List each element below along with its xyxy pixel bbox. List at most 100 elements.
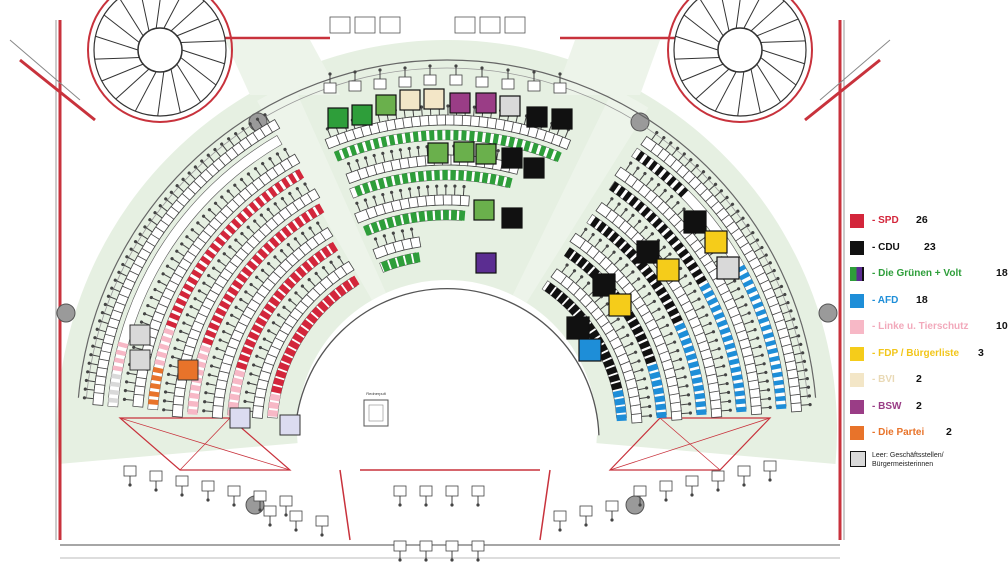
seat-marker-square (449, 92, 471, 114)
seat-knob (197, 289, 202, 293)
seat-back (677, 209, 684, 216)
seat-marker (466, 170, 473, 182)
seat-marker (385, 176, 394, 188)
seat-back (166, 199, 174, 206)
seat-knob (407, 146, 411, 151)
seat-back (690, 166, 697, 173)
seat-marker (281, 354, 293, 365)
seat-back (669, 350, 677, 355)
stair-step (761, 49, 805, 65)
seat-back (375, 239, 380, 248)
seat-back (282, 199, 289, 207)
seat-marker (674, 322, 686, 332)
seat-knob (664, 498, 668, 502)
aisle (257, 82, 386, 301)
seat-knob (82, 396, 87, 400)
seat-knob (180, 242, 184, 246)
seat-knob (398, 558, 402, 562)
stair-outer (87, 0, 233, 123)
seat-cushion (449, 74, 463, 86)
seat-back (87, 380, 96, 383)
seat-back (743, 321, 752, 325)
angled-wall (9, 39, 891, 101)
seat-knob (723, 373, 728, 377)
seat-cushion (211, 405, 224, 419)
seat-back (793, 352, 802, 356)
seat-back (215, 203, 223, 210)
seat-back (594, 240, 601, 248)
seat-knob (207, 208, 212, 212)
legend-label: - Linke u. Tierschutz (872, 321, 969, 332)
seat-marker (169, 312, 181, 321)
seat-back (248, 227, 255, 234)
seat-knob (293, 237, 297, 241)
seat-marker (609, 181, 620, 193)
seat-back (230, 247, 238, 254)
seat-back (636, 286, 644, 292)
seat-back (659, 325, 667, 330)
seat-back (701, 323, 710, 328)
seat-knob (179, 329, 183, 334)
seat-marker (204, 249, 216, 260)
seat-marker (255, 316, 267, 327)
seat-marker-square (578, 338, 602, 362)
seat-marker (323, 295, 335, 307)
seat-marker (620, 242, 632, 254)
seat-knob (762, 362, 766, 366)
seat-back (257, 119, 263, 128)
seat-marker (388, 257, 398, 270)
seat-marker (327, 241, 339, 254)
seat-marker (680, 337, 692, 347)
seat-knob (407, 187, 412, 191)
seat-marker (182, 283, 195, 293)
seat-back (95, 337, 104, 341)
seat-marker (268, 296, 281, 308)
seat (763, 460, 777, 482)
seat (501, 68, 515, 90)
seat-knob (747, 311, 751, 315)
seat-marker (288, 339, 300, 351)
seat-cushion (711, 470, 725, 482)
seat-back (758, 380, 767, 383)
seat (345, 161, 362, 185)
seat-knob (378, 68, 382, 72)
seat-marker (402, 213, 410, 225)
seat-knob (268, 523, 272, 527)
seat-marker-square (177, 359, 199, 381)
seat-knob (284, 513, 288, 517)
seat-marker (434, 210, 441, 221)
seat-knob (730, 202, 735, 206)
stair-step (674, 57, 720, 60)
seat-back (235, 134, 242, 142)
seat (323, 72, 337, 94)
seat-back (655, 317, 663, 322)
seat-knob (647, 292, 651, 296)
seat-back (799, 386, 808, 389)
seat-knob (719, 189, 724, 193)
seat-knob (697, 297, 701, 301)
seat-marker (687, 360, 700, 369)
seat-knob (138, 232, 142, 236)
stair-step (157, 71, 165, 117)
seat-marker (342, 280, 353, 292)
seat-marker (564, 247, 575, 259)
seat-marker (733, 382, 744, 389)
seat-knob (755, 238, 760, 242)
seat-marker (257, 248, 269, 259)
seat-knob (598, 238, 602, 242)
seat-back (222, 197, 229, 204)
seat-back (288, 245, 295, 252)
seat-marker-square (475, 143, 497, 165)
seat-knob (143, 225, 147, 229)
seat-marker (108, 389, 120, 396)
seat-back (269, 330, 277, 336)
seat-knob (175, 249, 179, 253)
seat-knob (398, 188, 403, 193)
seat-back (755, 363, 764, 367)
seat-marker (716, 319, 728, 328)
seat-marker (281, 226, 292, 238)
legend-label: - CDU (872, 241, 900, 253)
seat-knob (255, 117, 260, 121)
seat-marker (329, 289, 341, 302)
